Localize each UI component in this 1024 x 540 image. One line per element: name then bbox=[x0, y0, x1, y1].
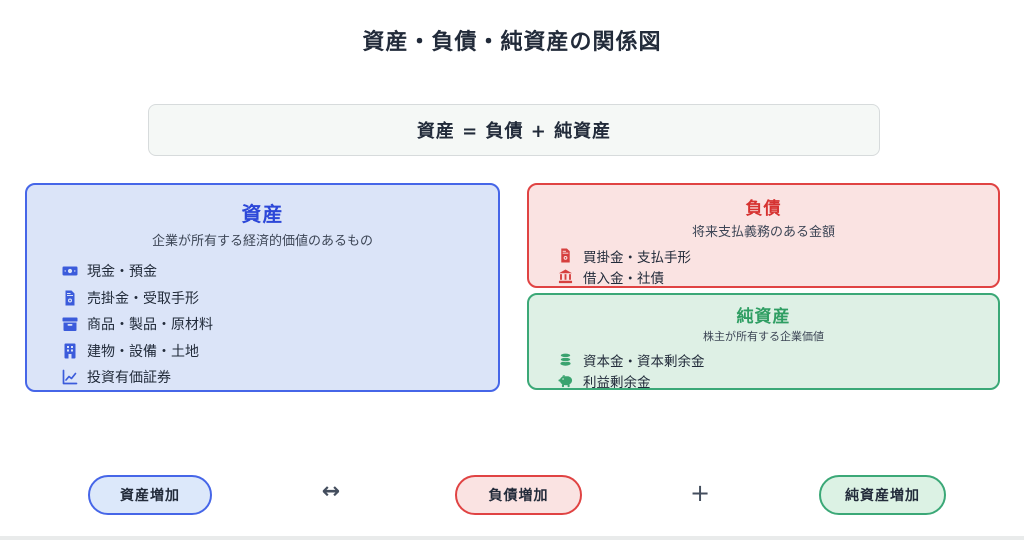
assets-title: 資産 bbox=[241, 202, 284, 226]
chart-line-icon bbox=[62, 369, 78, 385]
net-asset-increase-label: 純資産増加 bbox=[845, 488, 920, 504]
double-arrow-icon: ↔ bbox=[321, 479, 341, 504]
item-label: 利益剰余金 bbox=[583, 375, 651, 392]
banknote-icon bbox=[62, 263, 78, 279]
net-assets-item-list: 資本金・資本剰余金 利益剰余金 bbox=[529, 349, 998, 392]
liabilities-subtitle: 将来支払義務のある金額 bbox=[691, 225, 835, 240]
invoice-icon bbox=[558, 248, 574, 264]
list-item: 投資有価証券 bbox=[27, 364, 498, 391]
item-label: 商品・製品・原材料 bbox=[87, 317, 213, 334]
item-label: 建物・設備・土地 bbox=[87, 343, 199, 360]
item-label: 売掛金・受取手形 bbox=[87, 290, 199, 307]
item-label: 買掛金・支払手形 bbox=[583, 249, 691, 266]
plus-sign: + bbox=[689, 479, 711, 507]
item-label: 借入金・社債 bbox=[583, 271, 664, 288]
liabilities-item-list: 買掛金・支払手形 借入金・社債 bbox=[529, 245, 998, 288]
list-item: 借入金・社債 bbox=[529, 267, 998, 289]
list-item: 現金・預金 bbox=[27, 258, 498, 285]
coins-icon bbox=[558, 352, 574, 368]
assets-subtitle: 企業が所有する経済的価値のあるもの bbox=[151, 234, 373, 249]
list-item: 資本金・資本剰余金 bbox=[529, 349, 998, 371]
piggy-bank-icon bbox=[558, 373, 574, 389]
list-item: 建物・設備・土地 bbox=[27, 338, 498, 365]
formula-box: 資産 = 負債 + 純資産 bbox=[148, 104, 880, 156]
liability-increase-button[interactable]: 負債増加 bbox=[455, 475, 582, 515]
item-label: 投資有価証券 bbox=[87, 370, 171, 387]
net-assets-subtitle: 株主が所有する企業価値 bbox=[703, 330, 824, 343]
item-label: 現金・預金 bbox=[87, 264, 157, 281]
list-item: 買掛金・支払手形 bbox=[529, 245, 998, 267]
formula-text: 資産 = 負債 + 純資産 bbox=[416, 121, 612, 142]
asset-increase-label: 資産増加 bbox=[120, 488, 180, 504]
liabilities-title: 負債 bbox=[745, 199, 782, 219]
box-archive-icon bbox=[62, 316, 78, 332]
net-assets-box: 純資産 株主が所有する企業価値 資本金・資本剰余金 利益剰余金 bbox=[527, 293, 1000, 392]
building-icon bbox=[62, 343, 78, 359]
invoice-icon bbox=[62, 290, 78, 306]
list-item: 商品・製品・原材料 bbox=[27, 311, 498, 338]
bank-icon bbox=[558, 269, 574, 285]
liability-increase-label: 負債増加 bbox=[488, 488, 549, 504]
list-item: 利益剰余金 bbox=[529, 371, 998, 393]
assets-item-list: 現金・預金 売掛金・受取手形 商品・製品・原材料 建物・設備・土地 bbox=[27, 258, 498, 391]
list-item: 売掛金・受取手形 bbox=[27, 285, 498, 312]
assets-box: 資産 企業が所有する経済的価値のあるもの 現金・預金 売掛金・受取手形 商品・製… bbox=[25, 183, 500, 392]
bottom-edge-divider bbox=[0, 536, 1024, 540]
asset-increase-button[interactable]: 資産増加 bbox=[88, 475, 212, 515]
net-asset-increase-button[interactable]: 純資産増加 bbox=[819, 475, 946, 515]
page-title: 資産・負債・純資産の関係図 bbox=[362, 30, 662, 55]
liabilities-box: 負債 将来支払義務のある金額 買掛金・支払手形 借入金・社債 bbox=[527, 183, 1000, 288]
item-label: 資本金・資本剰余金 bbox=[583, 353, 705, 370]
net-assets-title: 純資産 bbox=[736, 307, 791, 327]
